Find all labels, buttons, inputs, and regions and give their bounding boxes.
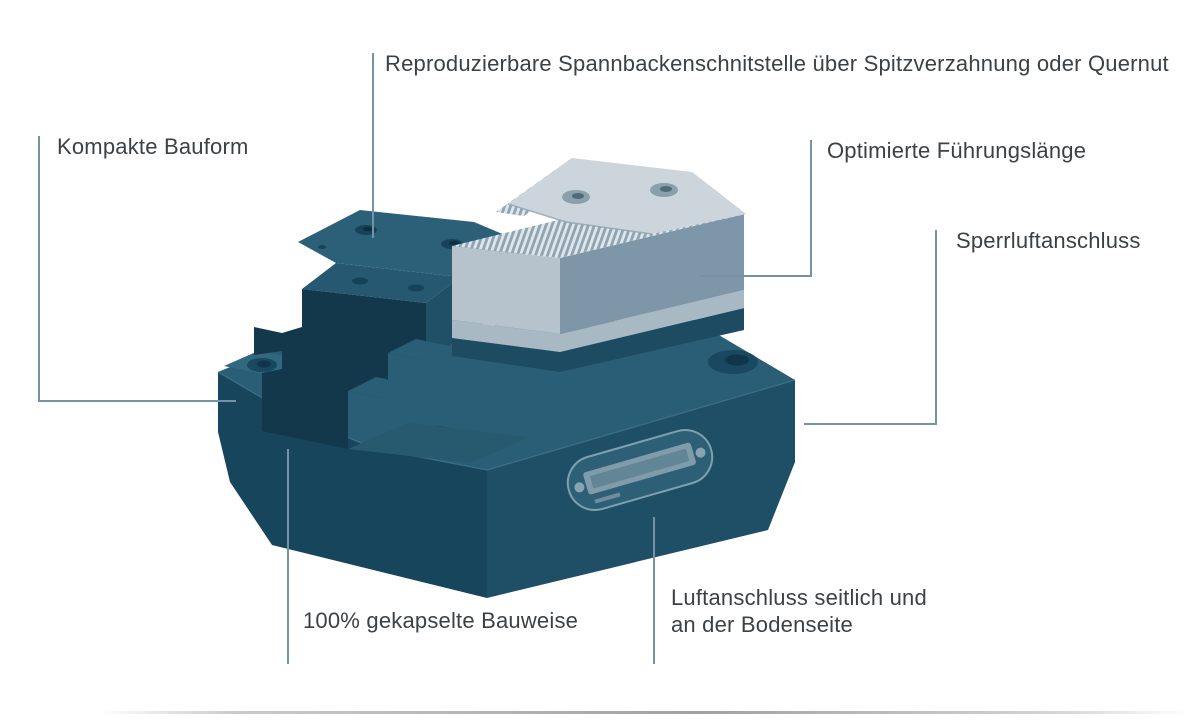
callout-line-guide-length: [701, 140, 812, 277]
rear-jaw-clamp-plate: [508, 158, 746, 234]
callout-line-compact-design: [38, 136, 236, 402]
callout-label-compact-design: Kompakte Bauform: [57, 134, 249, 159]
tower-step1-top: [388, 339, 454, 361]
nameplate-screw-right: [695, 447, 706, 458]
tower-front-face: [254, 289, 426, 449]
callout-lines: [38, 53, 937, 664]
guide-channel-floor: [348, 423, 530, 463]
callout-label-encapsulated: 100% gekapselte Bauweise: [303, 608, 579, 633]
jaw-countersunk-screws: [562, 183, 678, 204]
tower-top-front-step: [302, 263, 460, 303]
tower-step2-top: [348, 377, 416, 399]
jaw-split-line: [507, 203, 653, 235]
jaw-base-plate: [452, 290, 744, 352]
callout-label-sealing-air: Sperrluftanschluss: [956, 228, 1141, 253]
jaw-pedestal: [452, 308, 744, 372]
clamping-jaws: [452, 158, 746, 372]
callout-label-air-connection: Luftanschluss seitlich und an der Bodens…: [671, 585, 927, 637]
tower-step-holes: [352, 277, 424, 292]
nameplate-logo-band: [583, 442, 696, 495]
bottom-divider: [100, 711, 1190, 714]
jaw-right-face: [560, 214, 744, 334]
nameplate-screw-left: [574, 482, 585, 493]
nameplate: [566, 429, 714, 511]
mounting-hole-left: [247, 358, 277, 372]
callout-label-guide-length: Optimierte Führungslänge: [827, 138, 1087, 163]
callout-line-sealing-air: [804, 230, 937, 425]
callout-label-jaw-interface: Reproduzierbare Spannbackenschnitstelle …: [385, 51, 1169, 76]
tower-screw-holes: [318, 225, 463, 249]
mounting-hole-right: [708, 350, 758, 374]
jaw-front-face: [452, 246, 560, 334]
